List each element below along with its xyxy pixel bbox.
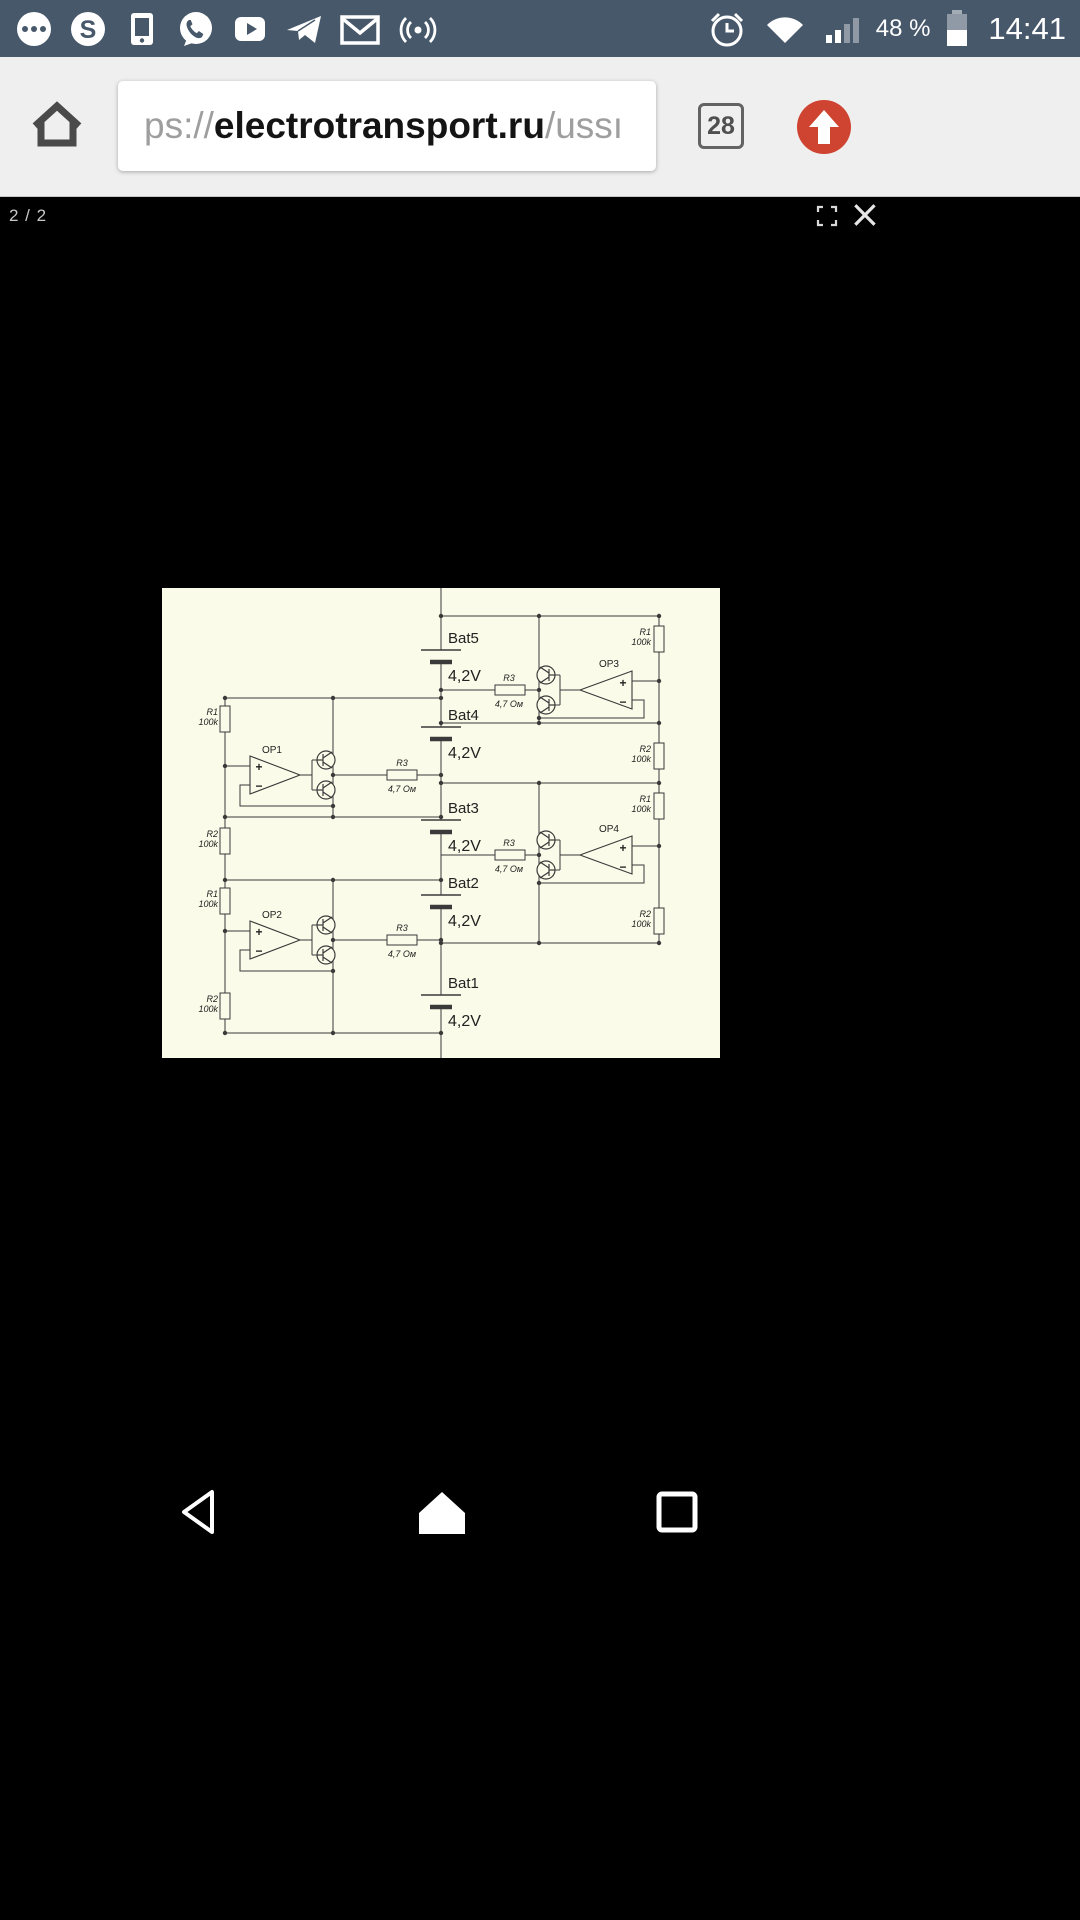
address-bar[interactable]: ps://electrotransport.ru/ussı [118, 81, 656, 171]
gmail-icon [340, 14, 380, 45]
minus-input: − [619, 695, 626, 709]
resistor-value: 4,7 Ом [495, 699, 523, 709]
image-viewer[interactable]: 2 / 2 × [0, 192, 1080, 1456]
fullscreen-icon [816, 205, 838, 227]
battery-name: Bat4 [448, 707, 479, 724]
resistor-name: R2 [206, 994, 218, 1004]
battery-percent-text: 48 % [875, 14, 931, 42]
battery-name: Bat1 [448, 975, 479, 992]
url-scheme: ps:// [144, 105, 214, 146]
wires [224, 588, 660, 1058]
opamp-symbols [249, 670, 633, 960]
skype-icon: S [71, 11, 105, 46]
transistor-symbols [316, 665, 556, 965]
resistor-value: 4,7 Ом [388, 949, 416, 959]
resistor-name: R3 [396, 923, 408, 933]
resistor-value: 100k [631, 637, 651, 647]
resistor-name: R2 [639, 909, 651, 919]
up-arrow-icon [809, 110, 839, 144]
battery-symbols [421, 649, 461, 1010]
battery-labels: Bat5 4,2V Bat4 4,2V Bat3 4,2V Bat2 4,2V … [448, 630, 481, 1030]
home-nav-button[interactable] [414, 1484, 470, 1540]
left-resistor-labels: R1 100k R2 100k R1 100k R2 100k [198, 707, 218, 1014]
back-button[interactable] [172, 1484, 228, 1540]
minus-input: − [255, 944, 262, 958]
resistor-name: R1 [206, 707, 218, 717]
battery-name: Bat3 [448, 800, 479, 817]
resistor-value: 100k [631, 804, 651, 814]
resistor-name: R3 [503, 673, 515, 683]
status-bar: S [0, 0, 1080, 57]
circuit-schematic: Bat5 4,2V Bat4 4,2V Bat3 4,2V Bat2 4,2V … [198, 588, 665, 1058]
battery-voltage: 4,2V [448, 913, 481, 930]
tab-counter-button[interactable]: 28 [698, 103, 744, 149]
whatsapp-icon [180, 11, 212, 46]
browser-chrome: ps://electrotransport.ru/ussı 28 [0, 57, 1080, 197]
resistor-name: R1 [639, 794, 651, 804]
home-icon [32, 101, 82, 147]
more-notifications-icon [17, 11, 51, 46]
resistor-value: 100k [631, 754, 651, 764]
battery-voltage: 4,2V [448, 1013, 481, 1030]
browser-home-button[interactable] [28, 95, 86, 151]
opamp-label: OP4 [599, 824, 619, 835]
resistor-name: R2 [206, 829, 218, 839]
minus-input: − [255, 779, 262, 793]
svg-text:S: S [80, 16, 97, 44]
resistor-value: 100k [198, 899, 218, 909]
opamp-label: OP3 [599, 659, 619, 670]
junction-dots [222, 613, 662, 1036]
resistor-name: R2 [639, 744, 651, 754]
resistor-value: 100k [198, 717, 218, 727]
battery-name: Bat2 [448, 875, 479, 892]
resistor-value: 100k [198, 839, 218, 849]
resistor-value: 4,7 Ом [388, 784, 416, 794]
clock-text: 14:41 [988, 10, 1066, 46]
android-nav-bar [0, 1456, 1080, 1920]
close-viewer-button[interactable]: × [849, 192, 881, 236]
recents-icon [656, 1491, 698, 1533]
opamp-labels: OP1 OP2 OP3 OP4 + − + − + − + − [255, 659, 626, 958]
resistor-value: 100k [198, 1004, 218, 1014]
hotspot-icon [399, 16, 437, 43]
recents-button[interactable] [649, 1484, 705, 1540]
minus-input: − [619, 860, 626, 874]
opamp-label: OP1 [262, 745, 282, 756]
resistor-name: R3 [503, 838, 515, 848]
plus-input: + [255, 925, 262, 939]
resistor-name: R1 [206, 889, 218, 899]
schematic-image[interactable]: Bat5 4,2V Bat4 4,2V Bat3 4,2V Bat2 4,2V … [162, 588, 720, 1058]
shunt-resistor-labels: R3 4,7 Ом R3 4,7 Ом R3 4,7 Ом R3 4,7 Ом [388, 673, 523, 959]
resistor-name: R3 [396, 758, 408, 768]
battery-name: Bat5 [448, 630, 479, 647]
alarm-icon [710, 12, 743, 46]
plus-input: + [619, 841, 626, 855]
url-path: /ussı [544, 105, 624, 146]
resistor-bodies [219, 625, 665, 1020]
resistor-name: R1 [639, 627, 651, 637]
youtube-icon [235, 16, 265, 41]
battery-voltage: 4,2V [448, 668, 481, 685]
right-resistor-labels: R1 100k R2 100k R1 100k R2 100k [631, 627, 651, 929]
home-nav-icon [419, 1492, 465, 1534]
opamp-label: OP2 [262, 910, 282, 921]
signal-strength-icon [825, 17, 859, 43]
phone-app-icon [131, 12, 153, 45]
resistor-value: 4,7 Ом [495, 864, 523, 874]
wifi-icon [766, 16, 803, 43]
opera-update-button[interactable] [797, 100, 851, 154]
back-icon [182, 1490, 214, 1534]
battery-icon [947, 9, 968, 46]
system-status-icons: 48 % 14:41 [706, 7, 1066, 51]
plus-input: + [255, 760, 262, 774]
battery-voltage: 4,2V [448, 838, 481, 855]
page-indicator: 2 / 2 [9, 206, 48, 225]
plus-input: + [619, 676, 626, 690]
url-host: electrotransport.ru [213, 105, 545, 146]
notification-icons: S [14, 9, 440, 49]
fullscreen-button[interactable] [814, 204, 840, 230]
telegram-icon [287, 15, 321, 43]
resistor-value: 100k [631, 919, 651, 929]
battery-voltage: 4,2V [448, 745, 481, 762]
